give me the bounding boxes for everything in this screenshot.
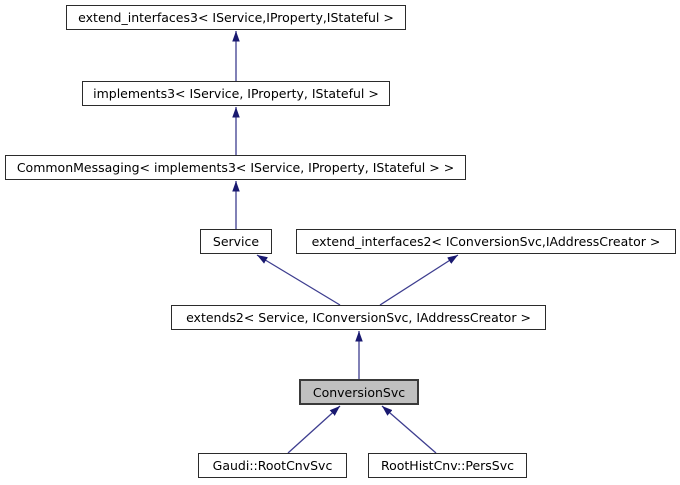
edge-pers-svc-to-conversion-svc	[381, 405, 437, 454]
node-implements3[interactable]: implements3< IService, IProperty, IState…	[82, 81, 390, 106]
node-conversion-svc: ConversionSvc	[299, 379, 419, 405]
node-root-hist-cnv-pers-svc[interactable]: RootHistCnv::PersSvc	[368, 453, 527, 478]
edge-extends2-to-service	[256, 254, 341, 306]
node-extends2[interactable]: extends2< Service, IConversionSvc, IAddr…	[171, 305, 546, 330]
node-gaudi-root-cnv-svc[interactable]: Gaudi::RootCnvSvc	[198, 453, 347, 478]
node-extend-interfaces2[interactable]: extend_interfaces2< IConversionSvc,IAddr…	[296, 229, 676, 254]
edge-root-cnv-svc-to-conversion-svc	[287, 405, 341, 454]
node-common-messaging[interactable]: CommonMessaging< implements3< IService, …	[5, 155, 466, 180]
node-extend-interfaces3[interactable]: extend_interfaces3< IService,IProperty,I…	[66, 5, 406, 30]
node-service[interactable]: Service	[200, 229, 272, 254]
edge-extends2-to-extend-interfaces2	[379, 254, 459, 306]
